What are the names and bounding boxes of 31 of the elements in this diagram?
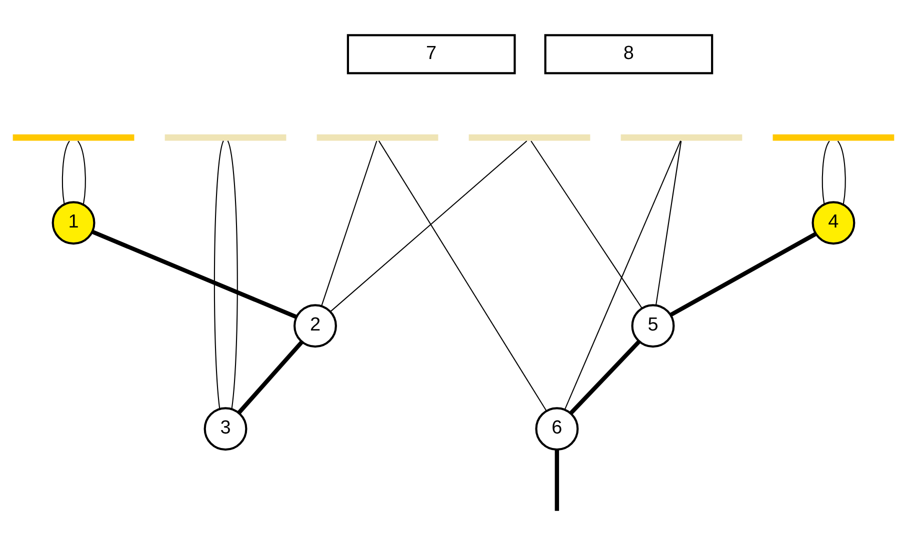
connector	[330, 140, 528, 312]
node-bar	[772, 134, 894, 140]
node-box: 8	[544, 34, 714, 74]
connector	[822, 140, 830, 204]
node-bar	[620, 134, 742, 140]
node-bar	[12, 134, 134, 140]
connector	[656, 140, 682, 305]
connector	[554, 450, 560, 510]
connector	[62, 140, 70, 204]
connector	[237, 340, 304, 414]
connector	[564, 140, 682, 410]
node-circle: 2	[294, 304, 337, 348]
node-bar	[468, 134, 590, 140]
connector	[321, 140, 378, 306]
node-box: 7	[346, 34, 516, 74]
node-circle: 5	[631, 304, 675, 348]
connector	[378, 140, 547, 410]
node-circle: 6	[535, 406, 579, 450]
node-bar	[164, 134, 286, 140]
connector	[670, 232, 817, 316]
node-bar	[316, 134, 438, 140]
connector	[92, 229, 297, 318]
connector	[227, 140, 238, 408]
connector	[214, 140, 224, 408]
node-circle: 1	[52, 200, 96, 244]
connector	[77, 140, 86, 204]
node-circle: 4	[812, 200, 856, 244]
node-circle: 3	[204, 406, 248, 450]
connector	[530, 140, 642, 308]
connector	[569, 340, 640, 414]
connector	[837, 140, 846, 204]
